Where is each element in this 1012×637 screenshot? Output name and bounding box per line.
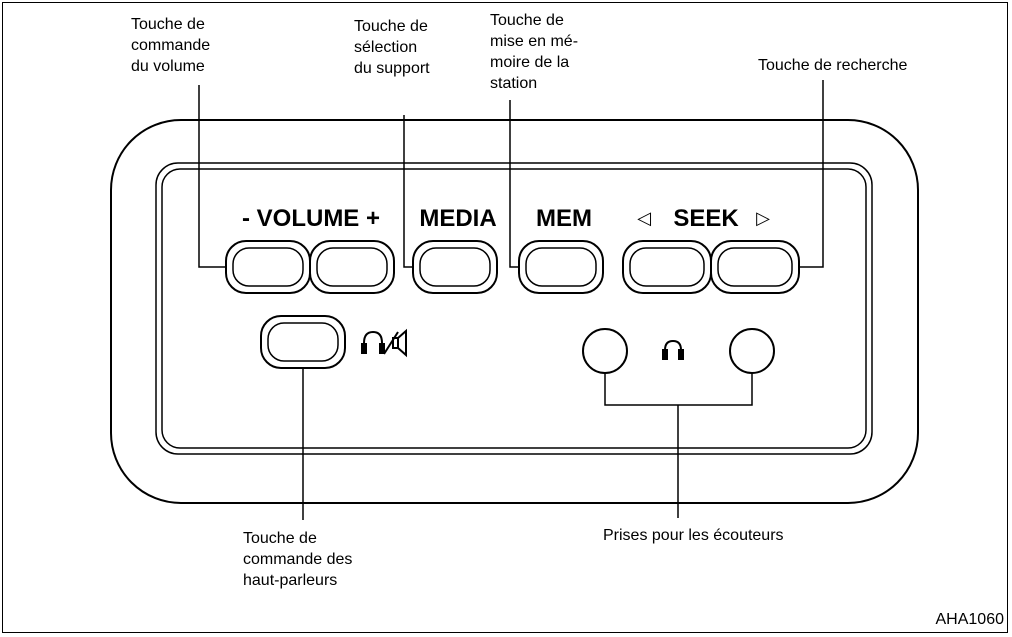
mem-button[interactable] (518, 240, 604, 294)
headphone-speaker-icon (361, 328, 407, 358)
callout-jacks: Prises pour les écouteurs (603, 527, 784, 544)
panel-inner-face (161, 168, 867, 449)
seek-down-button[interactable] (622, 240, 712, 294)
mem-label: MEM (536, 205, 592, 232)
speaker-control-button[interactable] (260, 315, 346, 369)
callout-speaker-key: Touche de commande des haut-parleurs (243, 530, 353, 589)
panel-outer-housing (110, 119, 919, 504)
leader-mem (509, 100, 519, 268)
seek-label: SEEK (673, 205, 739, 232)
volume-label: - VOLUME + (242, 205, 380, 232)
leader-lines (198, 80, 824, 520)
headphone-jack-right[interactable] (729, 328, 775, 374)
media-label: MEDIA (419, 205, 496, 232)
panel-inner-bezel (155, 162, 873, 455)
headphone-icon (662, 339, 684, 360)
leader-jacks (604, 373, 753, 406)
seek-up-button[interactable] (710, 240, 800, 294)
media-button[interactable] (412, 240, 498, 294)
seek-right-arrow: ▷ (756, 208, 770, 229)
callout-seek-key: Touche de recherche (758, 57, 908, 74)
reference-code: AHA1060 (935, 611, 1005, 628)
leader-volume (198, 85, 226, 268)
leader-seek (799, 80, 824, 268)
callout-mem-key: Touche de mise en mé- moire de la statio… (490, 12, 579, 92)
callout-volume-key: Touche de commande du volume (131, 16, 211, 75)
volume-down-button[interactable] (225, 240, 311, 294)
headphone-jack-left[interactable] (582, 328, 628, 374)
volume-up-button[interactable] (309, 240, 395, 294)
leader-media (403, 115, 413, 268)
callout-media-key: Touche de sélection du support (354, 18, 430, 77)
seek-left-arrow: ◁ (637, 208, 651, 229)
